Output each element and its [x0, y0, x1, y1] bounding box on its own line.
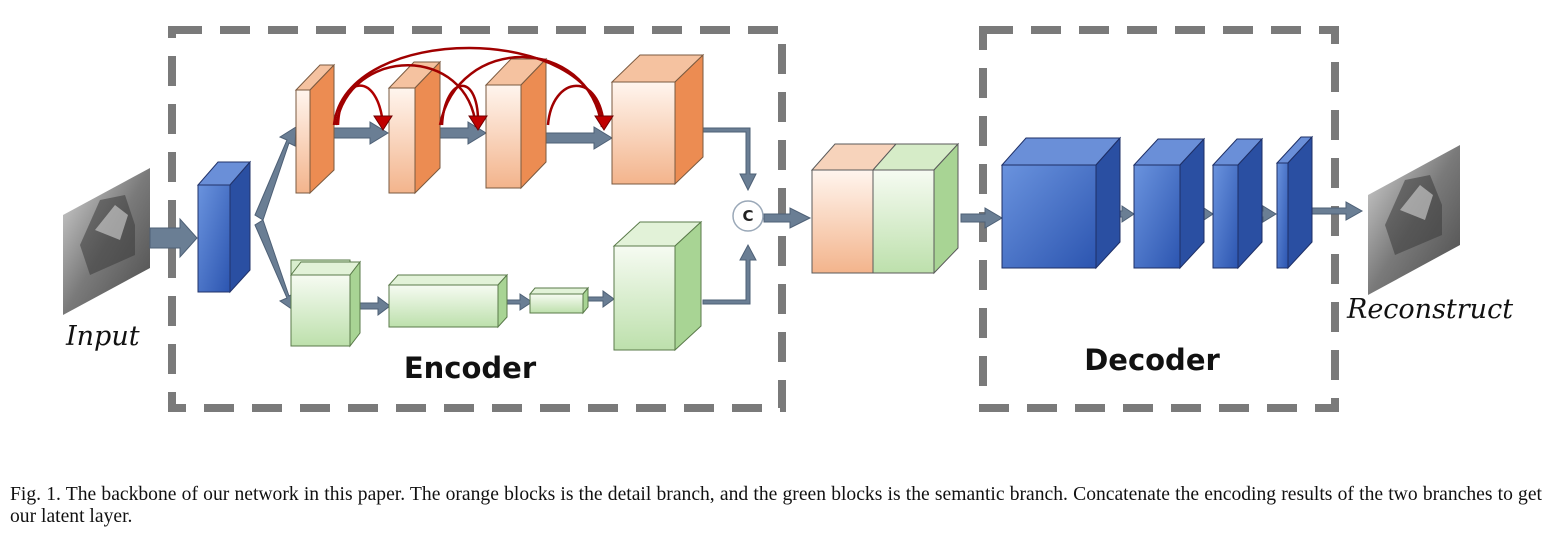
flow-arrows — [149, 121, 1364, 316]
semantic-block-1 — [289, 259, 362, 348]
encoder-stem-block — [196, 160, 252, 294]
network-diagram: Input Reconstruct — [63, 26, 1513, 412]
decoder-block-3 — [1211, 137, 1264, 270]
encoder-frame — [168, 26, 786, 412]
detail-block-4 — [610, 53, 705, 186]
decoder-block-2 — [1132, 137, 1206, 270]
encoder-label: Encoder — [404, 351, 537, 385]
input-label: Input — [65, 321, 140, 352]
latent-block — [810, 142, 960, 275]
detail-branch — [294, 53, 705, 195]
semantic-branch — [289, 220, 703, 352]
skip-connections — [332, 46, 606, 128]
skip-arrowheads — [373, 115, 614, 131]
figure-caption: Fig. 1. The backbone of our network in t… — [10, 484, 1542, 527]
semantic-block-2 — [387, 273, 509, 329]
detail-block-3 — [484, 57, 548, 190]
detail-block-2 — [387, 60, 442, 195]
decoder-label: Decoder — [1084, 343, 1220, 377]
reconstruct-label: Reconstruct — [1346, 294, 1513, 325]
decoder-blocks — [1000, 135, 1314, 270]
decoder-block-1 — [1000, 136, 1122, 270]
detail-block-1 — [294, 63, 336, 195]
input-image — [63, 168, 150, 315]
decoder-block-4 — [1275, 135, 1314, 270]
semantic-block-4 — [612, 220, 703, 352]
semantic-block-3 — [528, 286, 590, 315]
reconstruct-image — [1368, 145, 1460, 295]
concat-label: C — [742, 207, 753, 225]
concat-node: C — [732, 200, 764, 232]
